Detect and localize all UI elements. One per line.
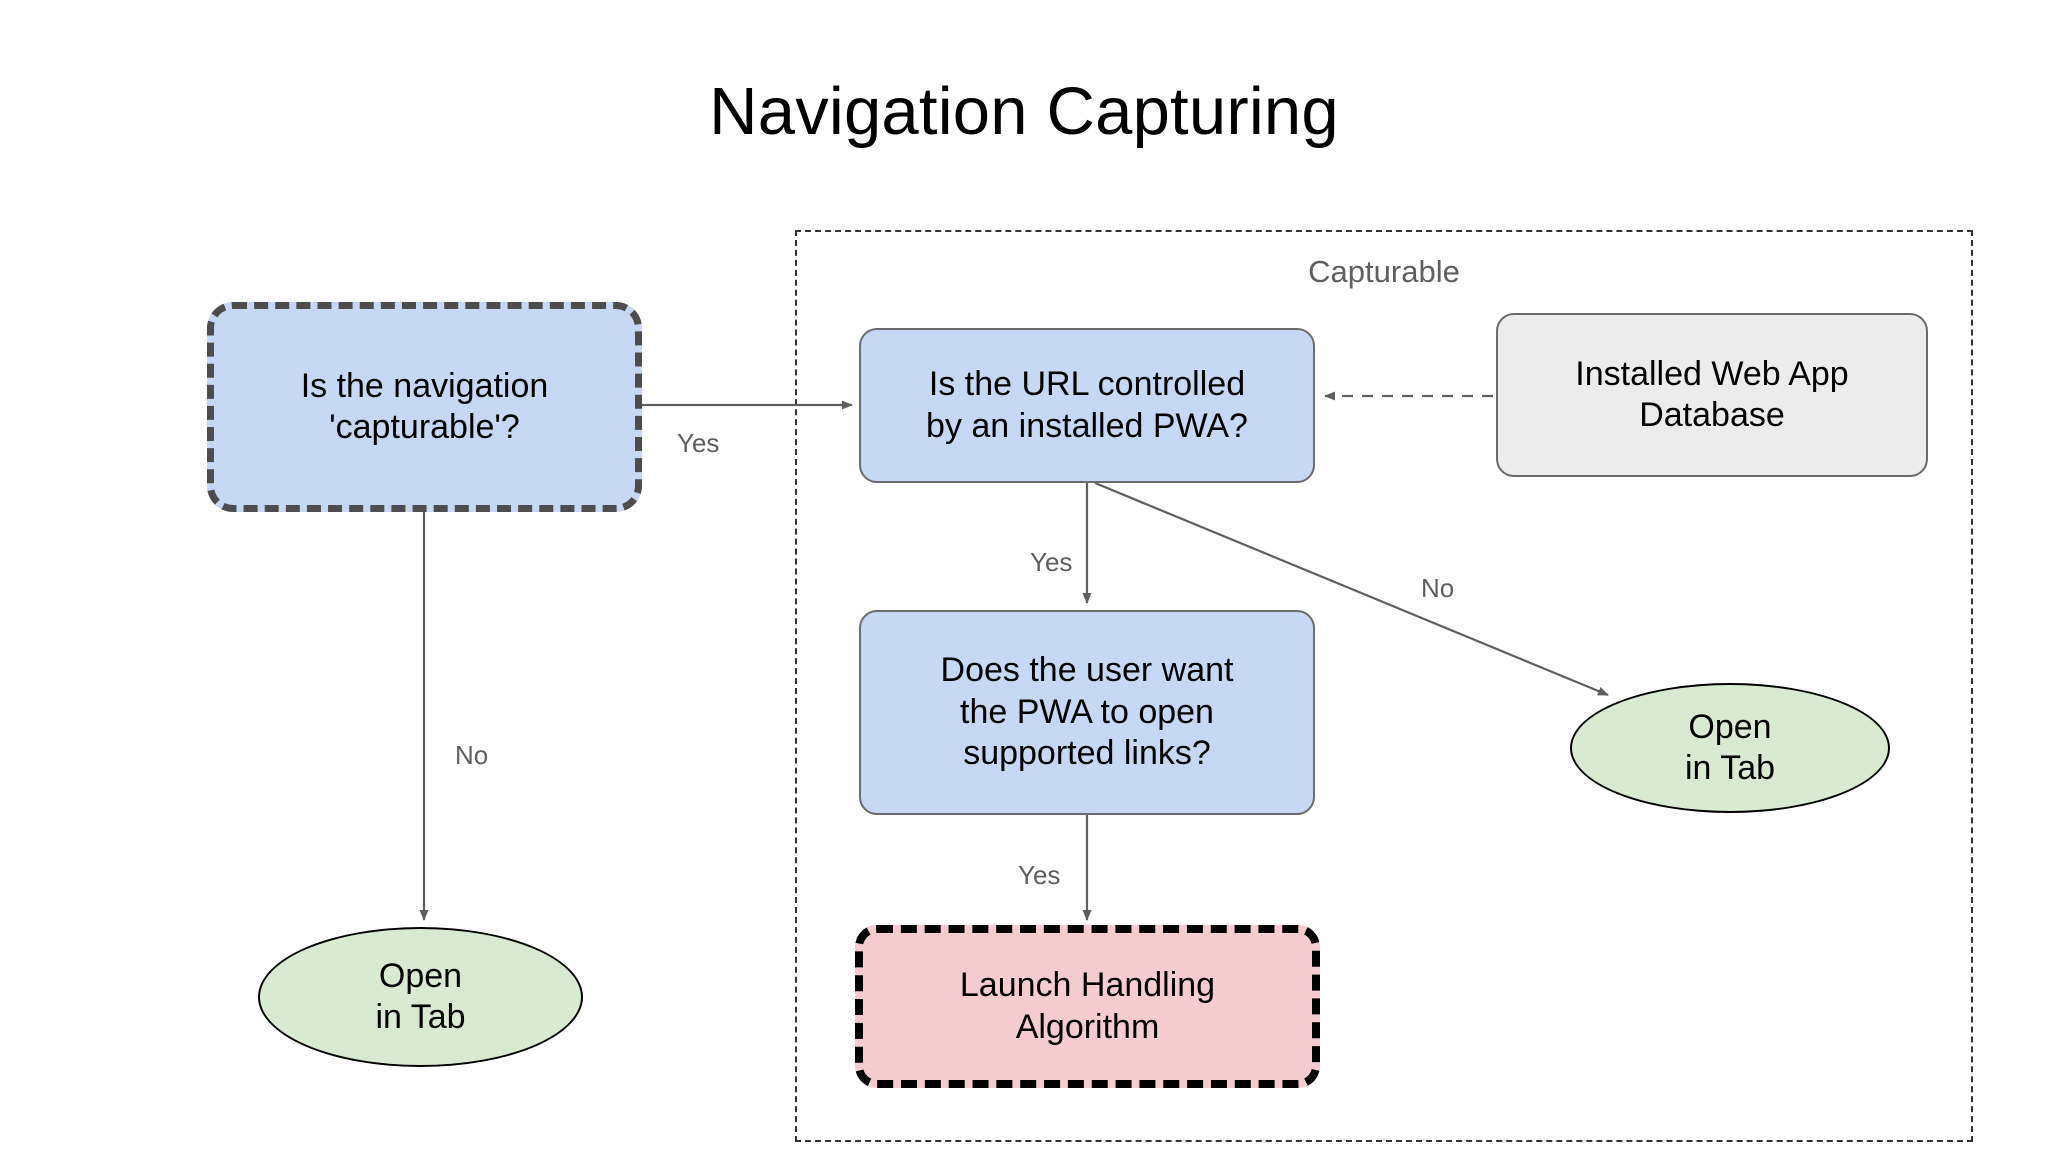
capturable-group-boundary — [795, 230, 1973, 1142]
edge-label-yes-capturable: Yes — [677, 428, 720, 458]
capturable-group-label: Capturable — [1308, 254, 1460, 289]
node-url-controlled[interactable]: Is the URL controlled by an installed PW… — [859, 328, 1315, 483]
node-open-in-tab-left[interactable]: Open in Tab — [258, 927, 583, 1067]
node-installed-web-app-database[interactable]: Installed Web App Database — [1496, 313, 1928, 477]
edge-label-yes-url-controlled: Yes — [1030, 547, 1073, 577]
node-does-user-want-pwa-open-links[interactable]: Does the user want the PWA to open suppo… — [859, 610, 1315, 815]
edge-label-yes-user-want: Yes — [1018, 860, 1061, 890]
node-launch-handling-algorithm[interactable]: Launch Handling Algorithm — [855, 925, 1320, 1088]
edge-label-no-capturable: No — [455, 740, 489, 770]
node-open-in-tab-right[interactable]: Open in Tab — [1570, 683, 1890, 813]
page-title: Navigation Capturing — [709, 74, 1339, 149]
edge-label-no-url-controlled: No — [1421, 573, 1455, 603]
node-is-capturable[interactable]: Is the navigation 'capturable'? — [207, 302, 642, 512]
